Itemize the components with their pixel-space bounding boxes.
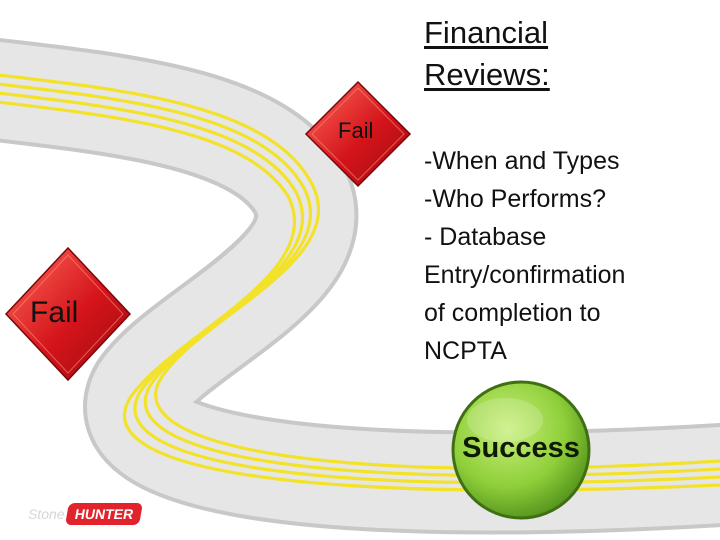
bullet-line: - Database (424, 223, 547, 251)
bullet-line: NCPTA (424, 337, 507, 365)
bullet-line: Entry/confirmation (424, 261, 626, 289)
fail-diamond-icon (4, 246, 132, 382)
bullet-list: -When and Types -Who Performs? - Databas… (424, 142, 714, 370)
success-circle-icon (451, 380, 591, 520)
fail-diamond-icon (304, 80, 412, 188)
logo-badge: HUNTER (64, 503, 143, 525)
fail-label-lower: Fail (30, 296, 79, 329)
title-line-2: Reviews: (424, 57, 550, 92)
bullet-line: of completion to (424, 299, 601, 327)
slide-title: Financial Reviews: (424, 12, 624, 96)
bullet-line: -When and Types (424, 147, 620, 175)
fail-label-upper: Fail (338, 118, 374, 143)
logo-faint-text: Stone (28, 506, 65, 522)
success-label: Success (462, 432, 580, 464)
bullet-line: -Who Performs? (424, 185, 606, 213)
lane-line-outer-b (0, 100, 720, 492)
title-line-1: Financial (424, 15, 549, 50)
logo: Stone HUNTER (28, 502, 143, 526)
